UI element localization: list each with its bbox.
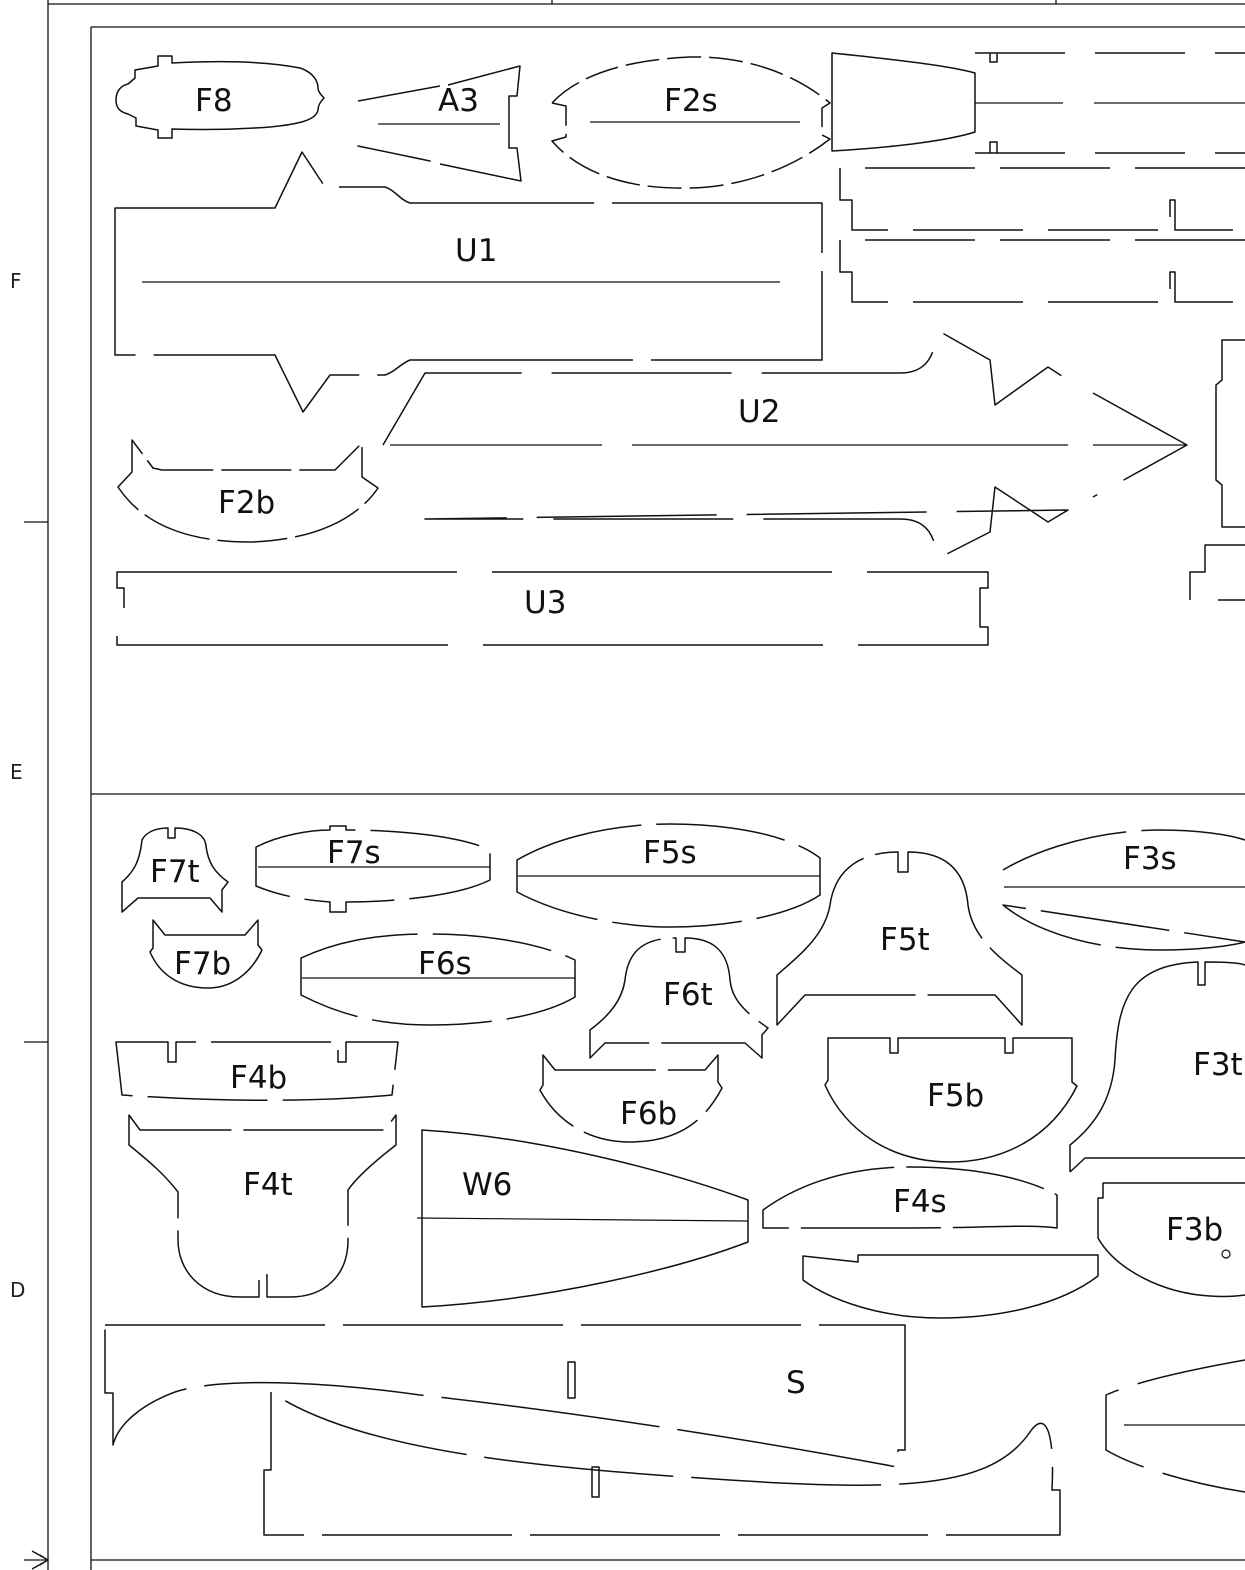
part-top-right-wing: [831, 52, 1245, 154]
zone-label-f: F: [10, 269, 22, 293]
part-a3: A3: [357, 65, 522, 182]
part-label-f4t: F4t: [243, 1167, 293, 1203]
part-f4t: F4t: [128, 1114, 397, 1298]
part-w6: W6: [416, 1129, 749, 1308]
part-label-f7b: F7b: [174, 946, 231, 982]
part-right-edge-lower: [1105, 1359, 1245, 1493]
part-s: S: [104, 1324, 1061, 1536]
part-u2: U2: [382, 329, 1188, 560]
part-strips-right: [839, 167, 1245, 303]
part-label-f6t: F6t: [663, 977, 713, 1013]
part-u1: U1: [114, 151, 823, 413]
arrow-icon: [24, 1550, 50, 1570]
part-f3t: F3t: [1069, 961, 1245, 1173]
part-label-f5s: F5s: [643, 835, 697, 871]
part-u3: U3: [116, 571, 989, 646]
zone-label-d: D: [10, 1278, 25, 1302]
part-f4b: F4b: [115, 1041, 399, 1101]
part-label-u3: U3: [524, 585, 566, 621]
part-label-f6b: F6b: [620, 1096, 677, 1132]
part-f2s: F2s: [551, 56, 831, 189]
part-label-f5b: F5b: [927, 1078, 984, 1114]
part-label-f2b: F2b: [218, 485, 275, 521]
part-f4s: F4s: [762, 1166, 1099, 1319]
part-label-u1: U1: [455, 233, 497, 269]
part-f2b: F2b: [117, 439, 379, 543]
part-label-f4s: F4s: [893, 1184, 947, 1220]
part-label-f4b: F4b: [230, 1060, 287, 1096]
part-label-f3s: F3s: [1123, 841, 1177, 877]
part-f5t: F5t: [776, 851, 1023, 1026]
part-f3s: F3s: [1002, 829, 1245, 951]
part-f7s: F7s: [255, 825, 491, 913]
part-f7b: F7b: [149, 919, 263, 989]
part-f3b: F3b: [1097, 1182, 1245, 1298]
part-label-s: S: [786, 1365, 806, 1401]
part-f6t: F6t: [589, 937, 769, 1059]
part-label-f7s: F7s: [327, 835, 381, 871]
part-label-f6s: F6s: [418, 946, 472, 982]
part-f5b: F5b: [824, 1037, 1078, 1163]
part-f6b: F6b: [539, 1054, 723, 1143]
part-label-f7t: F7t: [150, 854, 200, 890]
part-label-a3: A3: [438, 83, 479, 119]
part-label-f2s: F2s: [664, 83, 718, 119]
part-right-edge-upper: [1189, 339, 1245, 601]
part-label-w6: W6: [462, 1167, 512, 1203]
part-label-f3t: F3t: [1193, 1047, 1243, 1083]
part-label-f3b: F3b: [1166, 1212, 1223, 1248]
part-label-f8: F8: [195, 83, 233, 119]
part-f6s: F6s: [300, 933, 576, 1026]
sheet-frame: [24, 0, 1245, 1570]
part-f7t: F7t: [121, 827, 229, 913]
part-label-f5t: F5t: [880, 922, 930, 958]
part-f5s: F5s: [516, 823, 821, 928]
part-f8: F8: [115, 55, 325, 139]
zone-label-e: E: [10, 760, 23, 784]
part-label-u2: U2: [738, 394, 780, 430]
